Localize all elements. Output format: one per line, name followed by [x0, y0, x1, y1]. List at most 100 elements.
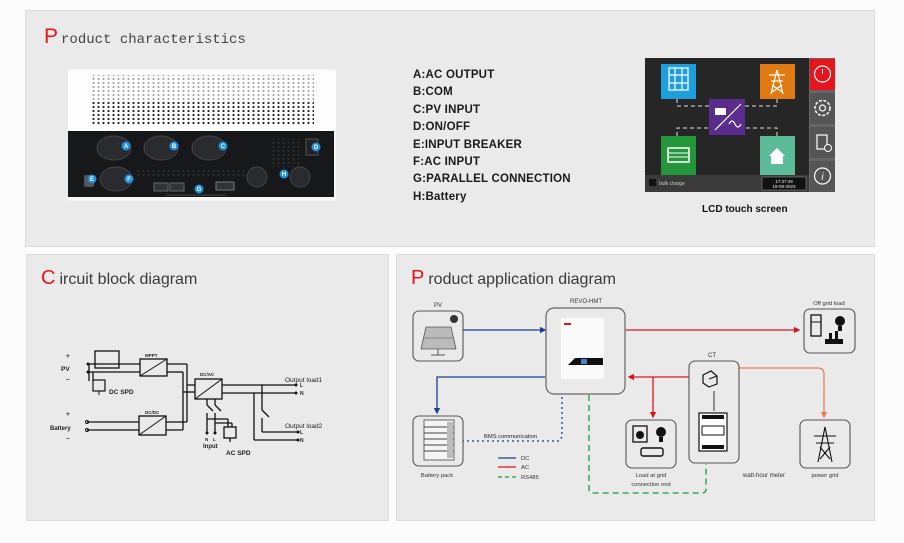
application-diagram: PV REVO-HMT Off grid load [412, 299, 856, 494]
port-legend-item: G:PARALLEL CONNECTION [413, 173, 571, 186]
lcd-pv-tile[interactable] [661, 64, 696, 99]
svg-text:A: A [124, 144, 129, 150]
section-title-application: P roduct application diagram [411, 267, 617, 289]
svg-text:C: C [221, 144, 226, 150]
mppt-label: MPPT [145, 353, 158, 358]
legend-rs485-label: RS485 [521, 475, 539, 481]
lcd-time: 17:37:49 [775, 179, 793, 184]
port-legend-item: H:Battery [413, 190, 467, 203]
ct-meter-node: CT [688, 353, 740, 464]
input-label: Input [203, 444, 218, 450]
battery-stack-icon [423, 419, 455, 461]
inverter-rear-image: A B C D E F G H [68, 69, 336, 201]
battery-label: Battery [50, 426, 71, 432]
lcd-touch-screen: bulk charge 17:37:49 19-09-2023 i [645, 58, 835, 192]
pv-plus-label: + [66, 353, 70, 360]
grid-load-label-2: connection end [631, 482, 670, 488]
info-icon [813, 167, 832, 185]
inverter-icon [561, 318, 604, 379]
lcd-dashboard-button[interactable] [810, 59, 835, 90]
port-marker-b: B [169, 141, 179, 151]
lcd-log-button[interactable] [810, 127, 835, 158]
battery-minus-label: – [66, 435, 70, 442]
lcd-date: 19-09-2023 [772, 184, 796, 189]
air-conditioner-icon [640, 447, 664, 457]
dc-spd-icon [92, 379, 106, 392]
pv-node-label: PV [434, 303, 442, 309]
dcac-converter [194, 378, 223, 400]
grid-load-node: Load at grid connection end [625, 419, 677, 488]
bms-communication-label: BMS communication [484, 434, 537, 440]
port-marker-g: G [194, 184, 204, 194]
dcdc-converter [138, 415, 167, 436]
svg-text:i: i [821, 172, 824, 183]
svg-text:D: D [314, 145, 319, 151]
line-legend: DC AC RS485 [498, 456, 539, 481]
dashboard-icon [813, 65, 832, 83]
log-icon [816, 134, 828, 150]
port-legend-item: E:INPUT BREAKER [413, 138, 523, 151]
ct-label: CT [708, 353, 716, 359]
meter-label: watt-hour meter [742, 473, 785, 479]
pv-node: PV [412, 303, 464, 362]
pv-minus-label: – [66, 376, 70, 383]
out1-n-label: N [300, 391, 304, 397]
lcd-inverter-tile[interactable] [709, 99, 745, 135]
product-characteristics-panel: P roduct characteristics [25, 10, 875, 247]
power-grid-node: power grid [799, 419, 851, 479]
out2-l-label: L [300, 430, 303, 436]
battery-dc-line [433, 376, 545, 415]
inverter-node: REVO-HMT [545, 299, 626, 395]
lcd-caption: LCD touch screen [702, 204, 788, 215]
legend-ac-label: AC [521, 465, 529, 471]
grid-load-label-1: Load at grid [636, 473, 667, 479]
port-legend-item: A:AC OUTPUT [413, 69, 495, 81]
port-legend-item: B:COM [413, 86, 453, 99]
inverter-node-label: REVO-HMT [570, 299, 602, 305]
battery-pack-label: Battery pack [421, 473, 453, 479]
output-load2-text: Output load2 [285, 423, 323, 430]
port-marker-e: E [87, 174, 97, 184]
section-title-circuit: C ircuit block diagram [41, 267, 198, 289]
output-load1-text: Output load1 [285, 377, 323, 384]
powergrid-ac-line [739, 367, 828, 419]
circuit-block-diagram-panel: C ircuit block diagram [26, 254, 389, 521]
legend-dc-label: DC [521, 456, 529, 462]
ct-sensor-icon [702, 370, 718, 388]
tv-icon [825, 339, 843, 344]
bulb-icon [835, 316, 845, 326]
port-legend-item: F:AC INPUT [413, 156, 481, 169]
out1-l-label: L [300, 383, 303, 389]
off-grid-load-label: Off grid load [813, 301, 844, 307]
lcd-info-button[interactable]: i [810, 161, 835, 192]
lcd-settings-button[interactable] [810, 93, 835, 124]
lcd-grid-tile[interactable] [760, 64, 795, 99]
dc-spd-label: DC SPD [109, 389, 134, 396]
gear-icon [814, 99, 831, 117]
power-grid-label: power grid [811, 473, 838, 479]
input-n-label: N [205, 437, 208, 442]
input-l-label: L [213, 437, 216, 442]
port-marker-a: A [121, 141, 131, 151]
dcdc-label: DC/DC [145, 410, 160, 415]
lcd-status-text: bulk charge [659, 181, 685, 187]
svg-text:G: G [197, 187, 202, 193]
circuit-diagram: + PV – MPPT DC SPD + Battery – DC/DC DC/… [50, 350, 323, 457]
port-legend-item: C:PV INPUT [413, 103, 481, 116]
transmission-tower-icon [814, 426, 836, 463]
lcd-battery-tile[interactable] [661, 136, 696, 176]
product-application-diagram-panel: P roduct application diagram PV R [396, 254, 875, 521]
ac-spd-label: AC SPD [226, 450, 251, 457]
washer-icon [632, 425, 648, 443]
meter-icon [698, 412, 728, 452]
svg-text:H: H [282, 172, 286, 178]
rs485-line [588, 395, 707, 494]
lcd-home-tile[interactable] [760, 136, 795, 176]
dcac-label: DC/AC [200, 372, 215, 377]
bms-comm-line [457, 395, 563, 442]
svg-text:F: F [127, 177, 131, 183]
sun-icon [450, 315, 458, 323]
svg-text:E: E [90, 177, 94, 183]
section-title-characteristics: P roduct characteristics [44, 25, 246, 48]
mppt-converter [139, 358, 168, 377]
